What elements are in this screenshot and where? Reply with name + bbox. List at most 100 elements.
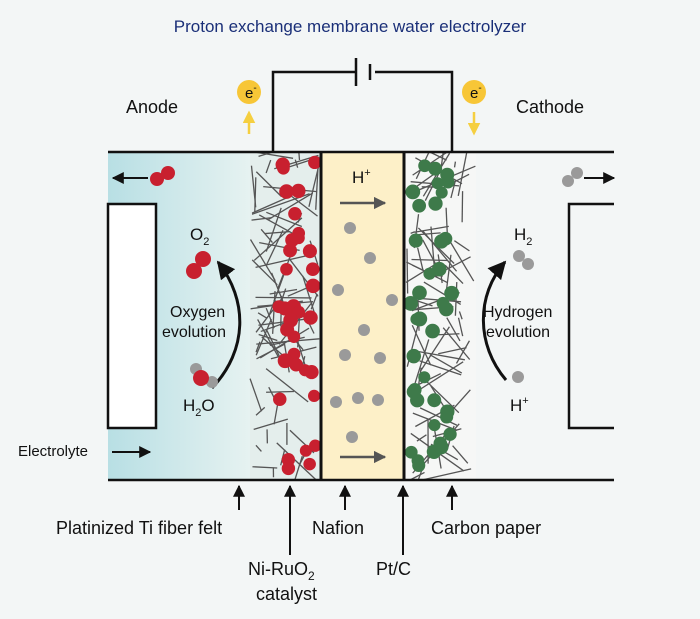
fiber <box>268 192 314 220</box>
fiber <box>419 360 462 376</box>
catalyst-particle <box>404 445 418 459</box>
proton-dots <box>330 222 398 443</box>
electron-symbol: e <box>245 85 253 102</box>
h2-label: H2 <box>514 225 532 248</box>
fiber <box>412 349 465 361</box>
diagram-title: Proton exchange membrane water electroly… <box>174 17 527 36</box>
proton-particle <box>512 371 524 383</box>
fiber <box>429 151 447 161</box>
anode-plate <box>106 202 158 430</box>
fiber <box>255 341 261 353</box>
catalyst-particle <box>406 384 421 399</box>
proton-dot <box>358 324 370 336</box>
fiber <box>444 264 464 285</box>
fiber <box>271 272 285 305</box>
fiber <box>302 275 316 315</box>
catalyst-particle <box>283 243 298 258</box>
proton-label: H+ <box>352 167 371 187</box>
o2-label: O2 <box>190 225 209 248</box>
catalyst-particle <box>292 231 305 245</box>
h2-molecule-outflow <box>562 167 583 187</box>
catalyst-particle <box>279 184 294 199</box>
fiber <box>438 346 467 355</box>
catalyst-particle <box>418 159 432 173</box>
catalyst-particle <box>444 285 460 301</box>
fiber <box>268 273 285 315</box>
proton-dot <box>330 396 342 408</box>
catalyst-particle <box>309 439 322 452</box>
battery-icon <box>354 58 372 86</box>
proton-dot <box>346 431 358 443</box>
catalyst-particle <box>299 444 312 457</box>
fiber <box>457 151 468 196</box>
fiber <box>430 226 435 267</box>
fiber <box>453 240 470 252</box>
fiber <box>297 315 301 348</box>
fiber <box>445 207 448 235</box>
fiber <box>416 434 427 442</box>
catalyst-particle <box>410 313 423 326</box>
fiber <box>265 230 290 235</box>
o2-molecule-outflow <box>150 166 175 186</box>
cathode-catalyst-particles <box>403 159 460 472</box>
catalyst-particle <box>412 458 426 472</box>
oxygen-evolution-arrow <box>210 260 242 390</box>
proton-dot <box>386 294 398 306</box>
anode-label: Anode <box>126 97 178 117</box>
fiber <box>411 258 449 262</box>
h2o-molecule <box>190 363 218 388</box>
catalyst-particle <box>307 389 321 403</box>
fiber <box>269 288 298 295</box>
fiber <box>315 169 319 210</box>
fiber <box>251 216 273 221</box>
h2o-label: H2O <box>183 396 215 419</box>
proton-dot <box>374 352 386 364</box>
oxygen-evolution-line2: evolution <box>162 324 226 341</box>
fiber <box>415 361 464 393</box>
proton-dot <box>364 252 376 264</box>
nafion-membrane <box>321 152 403 480</box>
proton-dot <box>339 349 351 361</box>
carbon-paper-label: Carbon paper <box>431 518 541 538</box>
fiber <box>409 471 425 481</box>
hydrogen-evolution-line1: Hydrogen <box>483 304 552 321</box>
fiber <box>265 368 309 403</box>
fiber <box>429 354 463 374</box>
fiber <box>405 262 438 283</box>
external-circuit <box>271 70 454 152</box>
fiber <box>455 340 471 364</box>
catalyst-particle <box>306 262 320 276</box>
catalyst-particle <box>277 161 290 175</box>
ti-felt-label: Platinized Ti fiber felt <box>56 518 222 538</box>
fiber <box>265 307 275 329</box>
fiber <box>417 247 424 271</box>
proton-dot <box>372 394 384 406</box>
fiber <box>255 318 272 356</box>
catalyst-particle <box>412 198 427 213</box>
fiber <box>249 239 276 281</box>
fiber <box>255 296 312 299</box>
fiber <box>406 248 409 294</box>
proton-dot <box>332 284 344 296</box>
fiber <box>458 311 463 320</box>
electron-charge: - <box>478 83 481 94</box>
fiber <box>265 159 272 174</box>
fiber <box>255 444 262 452</box>
catalyst-particle <box>405 184 421 200</box>
ptc-label: Pt/C <box>376 559 411 579</box>
fiber <box>442 327 471 360</box>
catalyst-particle <box>428 161 443 176</box>
catalyst-particle <box>443 427 457 441</box>
fiber <box>450 179 457 199</box>
proton-dot <box>344 222 356 234</box>
fiber <box>290 195 318 217</box>
fiber <box>410 231 415 234</box>
electron-badge-anode: e- <box>237 80 261 134</box>
fiber <box>294 159 299 168</box>
svg-text:e-: e- <box>245 83 257 102</box>
catalyst-particle <box>440 167 455 182</box>
pointer-arrows <box>233 484 458 555</box>
electron-badge-cathode: e- <box>462 80 486 136</box>
